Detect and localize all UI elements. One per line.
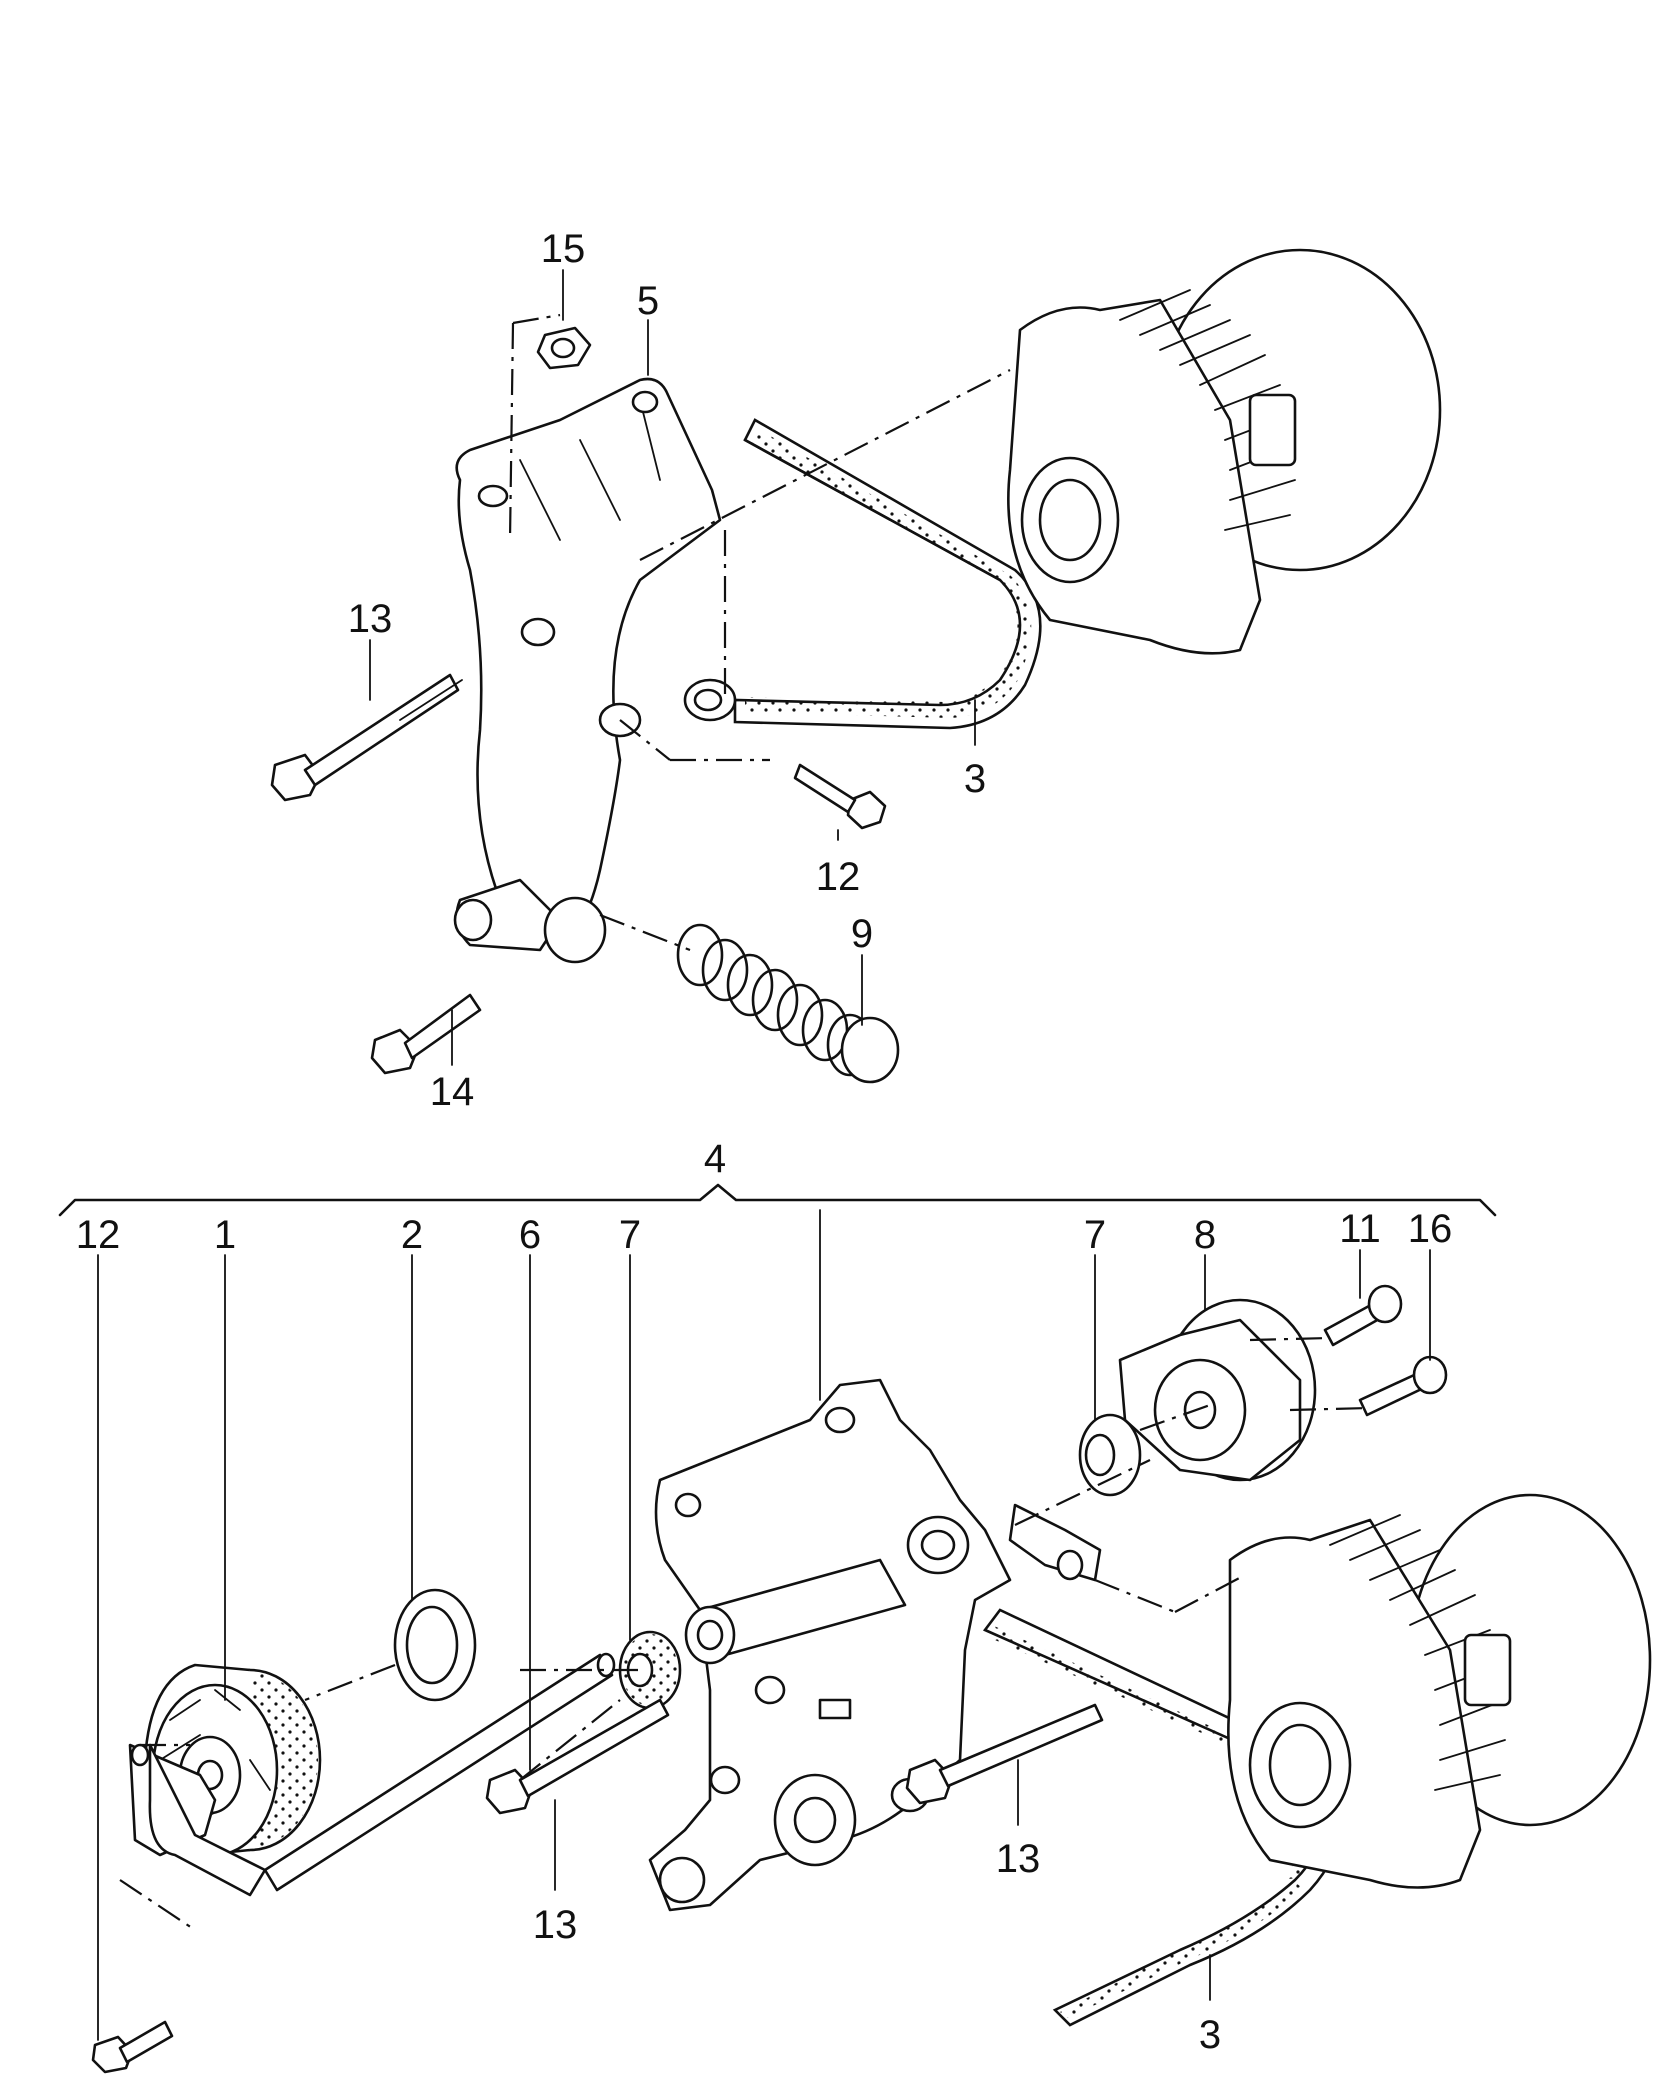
callout-9: 9 [851, 912, 873, 956]
bolt-16 [1358, 1355, 1448, 1417]
bolt-13-upper [270, 673, 463, 802]
callout-8: 8 [1194, 1213, 1216, 1257]
bushing-7-left [618, 1630, 682, 1710]
pin-6 [263, 1652, 616, 1892]
ribbed-belt-upper [733, 418, 1042, 730]
callout-4: 4 [704, 1137, 726, 1181]
bushing-7-right [1078, 1413, 1142, 1497]
callout-2: 2 [401, 1213, 423, 1257]
callout-15: 15 [541, 227, 586, 271]
cover-cap-2 [393, 1588, 477, 1702]
damper-8 [1118, 1298, 1317, 1482]
lower-assembly [58, 1183, 1652, 2074]
callout-13-right: 13 [996, 1837, 1041, 1881]
nut-15 [536, 326, 592, 370]
assembly-lines-lower [119, 1336, 1371, 1931]
callout-1: 1 [214, 1213, 236, 1257]
bolt-14 [370, 993, 482, 1075]
callout-7-right: 7 [1084, 1213, 1106, 1257]
callout-7-left: 7 [619, 1213, 641, 1257]
alternator-lower [1227, 1493, 1652, 1889]
callout-leaders [97, 269, 1431, 2041]
callout-13-top: 13 [348, 597, 393, 641]
upper-assembly [270, 248, 1442, 1084]
tensioner-pulley-1 [143, 1663, 322, 1857]
callout-11: 11 [1339, 1207, 1381, 1251]
alternator-upper [1007, 248, 1442, 655]
callout-3-top: 3 [964, 757, 986, 801]
bolt-11 [1323, 1284, 1403, 1347]
callout-5: 5 [637, 279, 659, 323]
bolt-13-lower-right [905, 1703, 1104, 1805]
assembly-lines-upper [508, 313, 1011, 952]
callout-14: 14 [430, 1070, 475, 1114]
callout-12-left: 12 [76, 1213, 121, 1257]
callout-labels: 15 5 13 3 12 9 14 4 12 1 2 6 7 7 8 11 16… [76, 227, 1453, 2057]
callout-12-mid: 12 [816, 855, 861, 899]
callout-16: 16 [1408, 1207, 1453, 1251]
bolt-12-mid [793, 763, 887, 830]
bolt-12-lower [91, 2020, 174, 2074]
callout-13-bottom: 13 [533, 1903, 578, 1947]
bracket-upper [453, 377, 737, 964]
spring-9 [676, 923, 900, 1084]
callout-3-bottom: 3 [1199, 2013, 1221, 2057]
group-brace-4 [58, 1183, 1497, 1217]
callout-6: 6 [519, 1213, 541, 1257]
lever-arm [128, 1743, 267, 1897]
